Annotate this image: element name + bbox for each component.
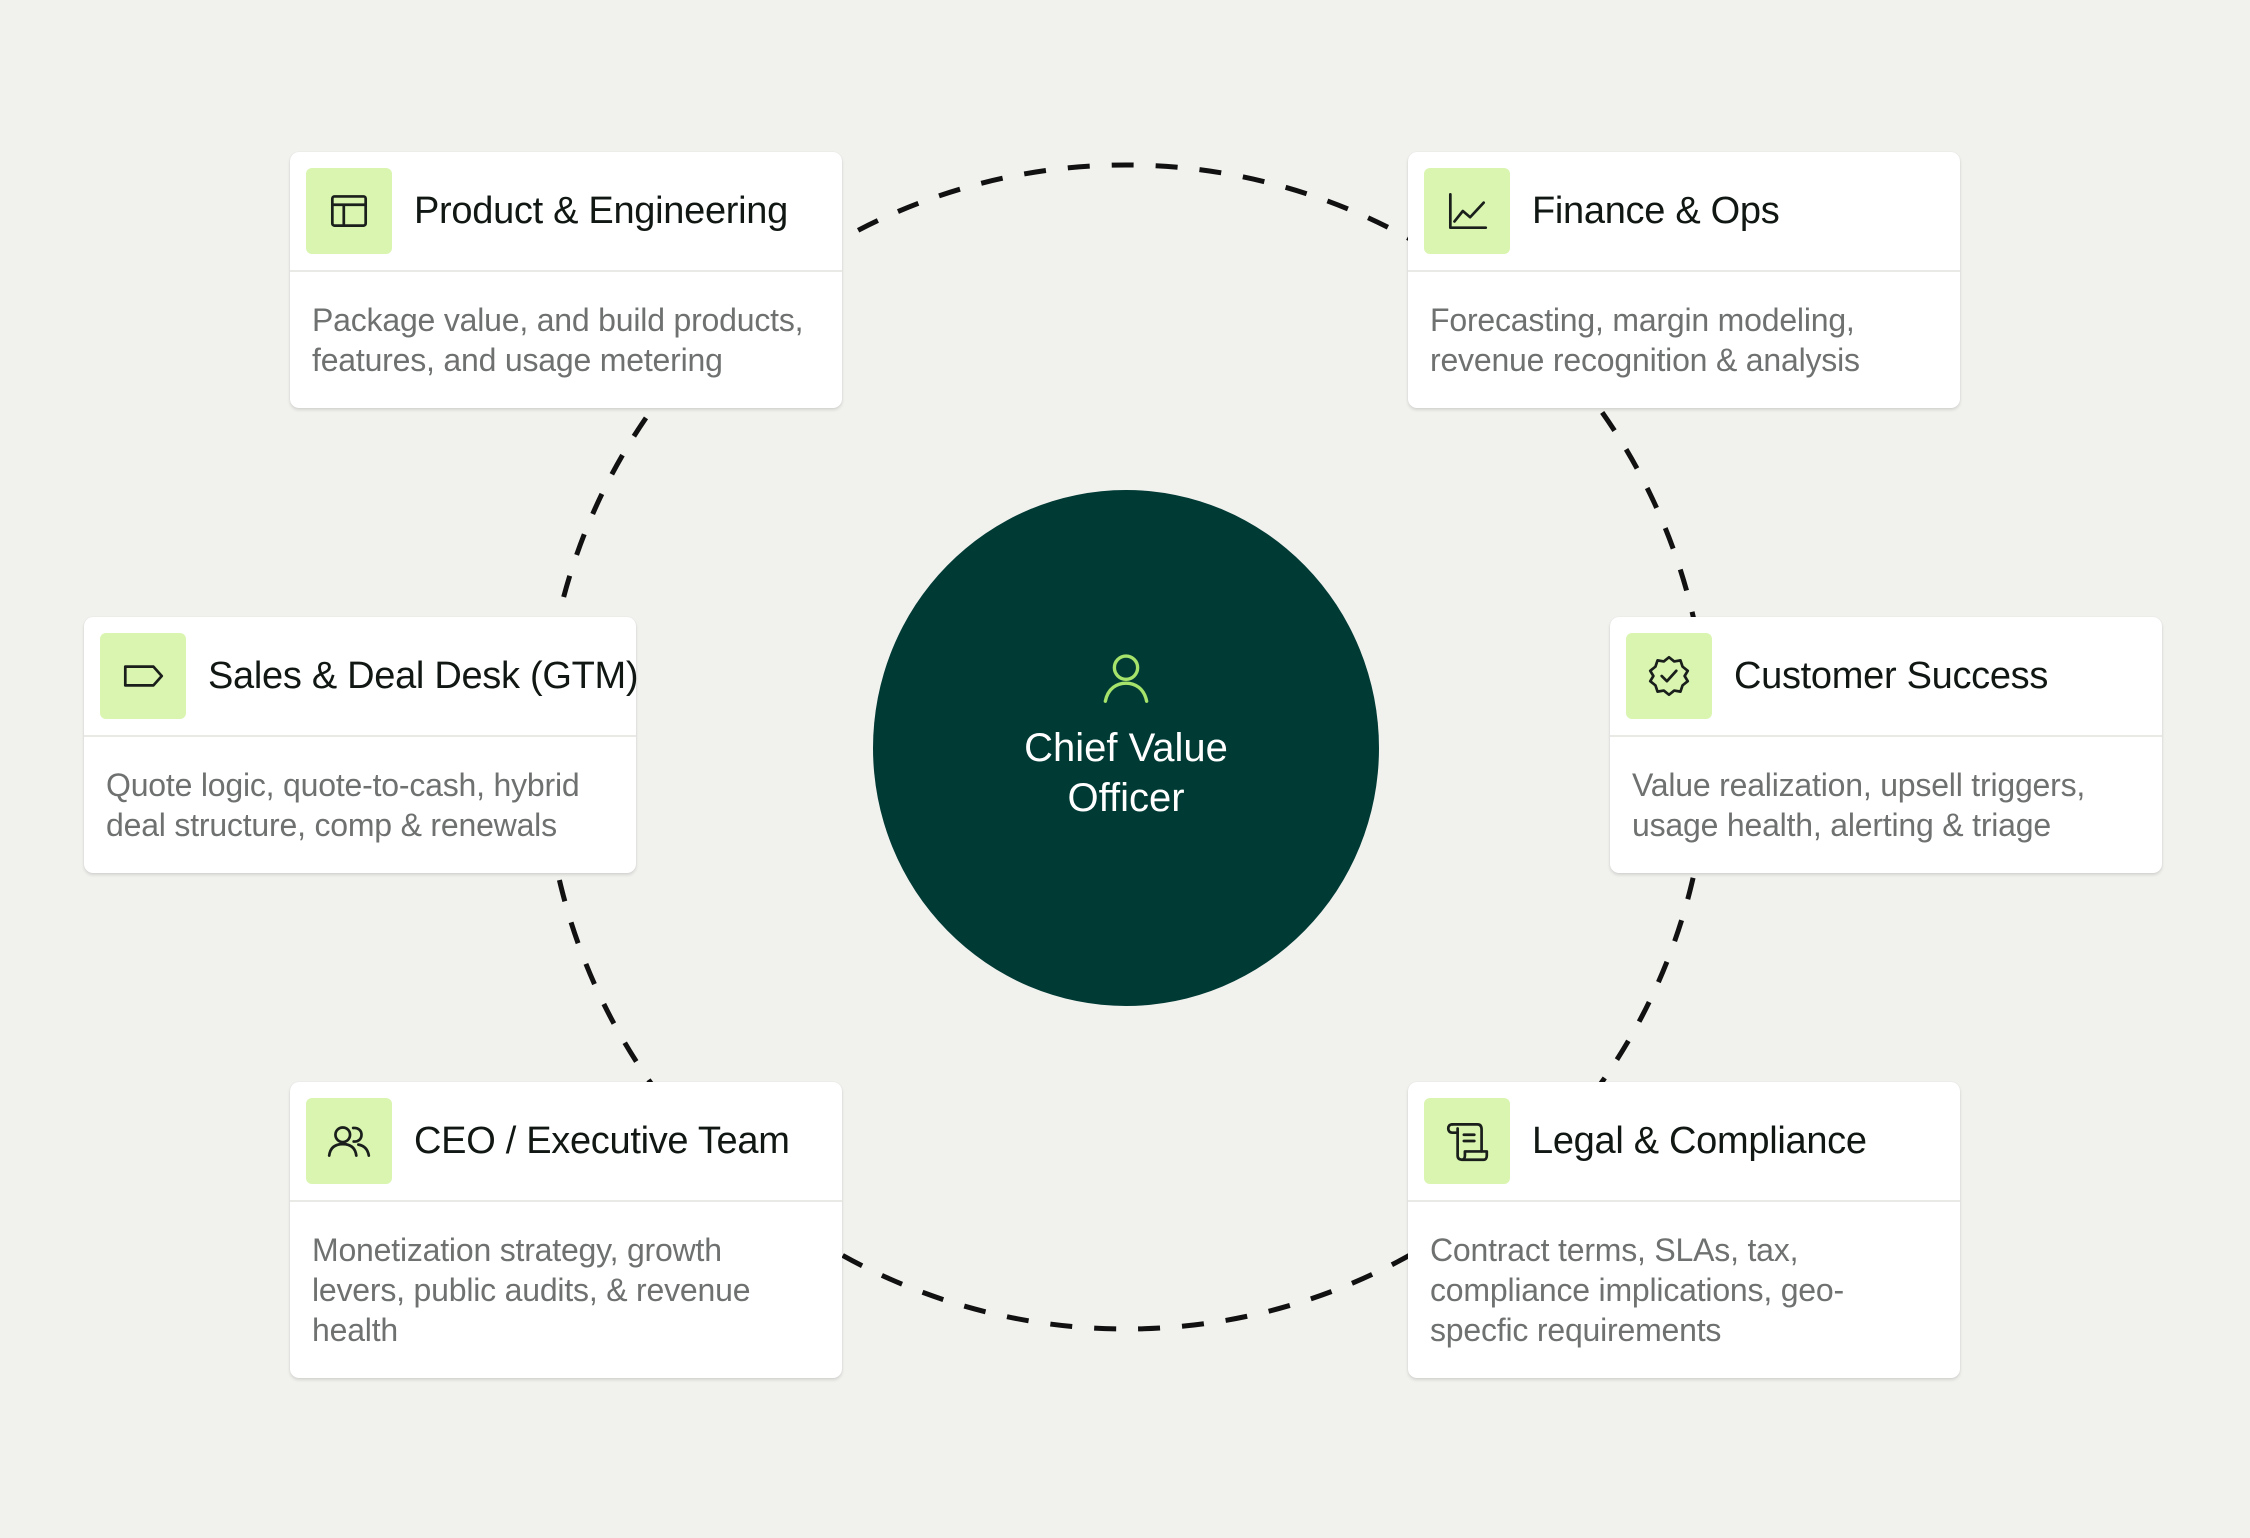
card-title: CEO / Executive Team — [414, 1119, 790, 1162]
card-description: Monetization strategy, growth levers, pu… — [312, 1232, 751, 1348]
card-title: Legal & Compliance — [1532, 1119, 1867, 1162]
card-description: Value realization, upsell triggers, usag… — [1632, 767, 2086, 843]
center-title: Chief Value Officer — [1024, 726, 1228, 820]
card-header: Customer Success — [1610, 617, 2162, 737]
scroll-icon — [1446, 1122, 1489, 1162]
center-node: Chief Value Officer — [873, 490, 1379, 1006]
card-description: Quote logic, quote-to-cash, hybrid deal … — [106, 767, 580, 843]
card-description: Forecasting, margin modeling, revenue re… — [1430, 302, 1860, 378]
user-icon — [1103, 654, 1149, 703]
tag-icon — [123, 665, 164, 687]
icon-box — [1424, 1098, 1510, 1184]
card-title: Sales & Deal Desk (GTM) — [208, 654, 639, 697]
card-description: Package value, and build products, featu… — [312, 302, 804, 378]
badge-check-icon — [1648, 655, 1690, 697]
card-description: Contract terms, SLAs, tax, compliance im… — [1430, 1232, 1844, 1348]
icon-box — [100, 633, 186, 719]
card-legal-compliance: Legal & Compliance Contract terms, SLAs,… — [1408, 1082, 1960, 1378]
card-product-engineering: Product & Engineering Package value, and… — [290, 152, 842, 408]
card-sales-deal-desk: Sales & Deal Desk (GTM) Quote logic, quo… — [84, 617, 639, 873]
icon-box — [1424, 168, 1510, 254]
icon-box — [1626, 633, 1712, 719]
card-header: Legal & Compliance — [1408, 1082, 1960, 1202]
card-title: Finance & Ops — [1532, 189, 1780, 232]
card-ceo-executive-team: CEO / Executive Team Monetization strate… — [290, 1082, 842, 1378]
card-title: Customer Success — [1734, 654, 2049, 697]
card-customer-success: Customer Success Value realization, upse… — [1610, 617, 2162, 873]
icon-box — [306, 168, 392, 254]
users-icon — [327, 1126, 371, 1157]
card-header: Finance & Ops — [1408, 152, 1960, 272]
card-title: Product & Engineering — [414, 189, 788, 232]
card-finance-ops: Finance & Ops Forecasting, margin modeli… — [1408, 152, 1960, 408]
line-chart-icon — [1448, 192, 1488, 230]
card-header: Product & Engineering — [290, 152, 842, 272]
card-header: CEO / Executive Team — [290, 1082, 842, 1202]
card-header: Sales & Deal Desk (GTM) — [84, 617, 639, 737]
icon-box — [306, 1098, 392, 1184]
layout-icon — [330, 195, 368, 227]
